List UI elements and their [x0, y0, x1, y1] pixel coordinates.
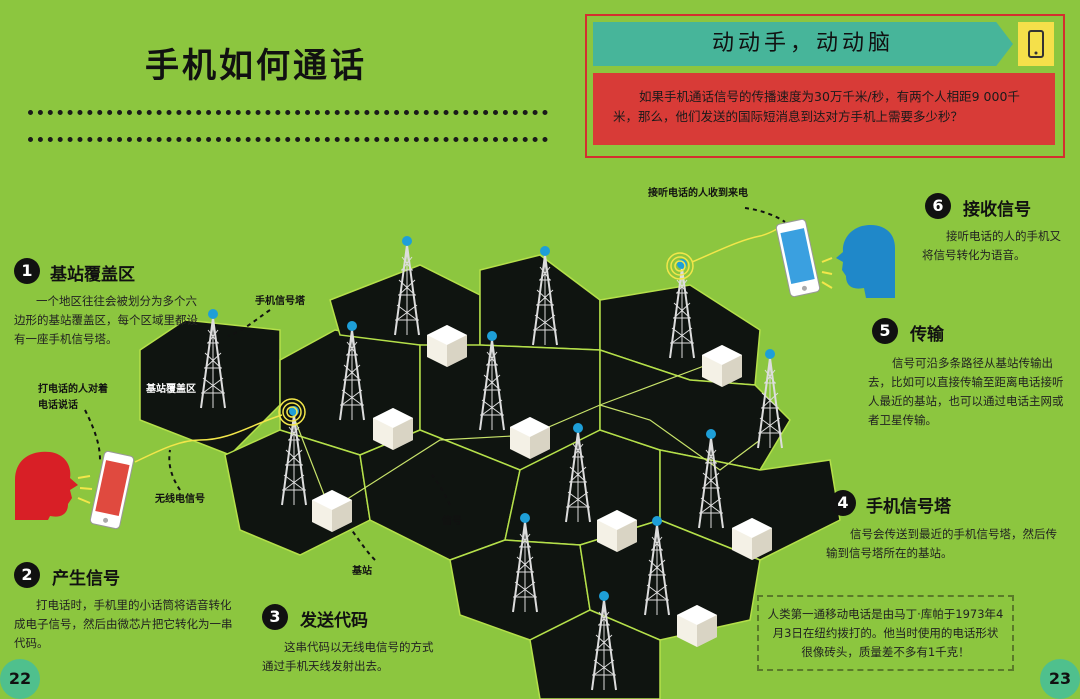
- step-1-number: 1: [14, 258, 40, 284]
- page-number-right: 23: [1040, 659, 1080, 699]
- step-5-text: 信号可沿多条路径从基站传输出去，比如可以直接传输至距离电话接听人最近的基站，也可…: [868, 356, 1064, 427]
- step-5-title: 传输: [910, 325, 944, 345]
- fact-box: 人类第一通移动电话是由马丁·库帕于1973年4月3日在纽约拨打的。他当时使用的电…: [757, 595, 1014, 671]
- page-number-left: 22: [0, 659, 40, 699]
- step-5-number: 5: [872, 318, 898, 344]
- quiz-heading-banner: 动动手，动动脑: [593, 22, 1013, 66]
- step-3-number: 3: [262, 604, 288, 630]
- page-title: 手机如何通话: [145, 46, 367, 86]
- dotted-divider: [28, 110, 548, 119]
- phone-icon: [1018, 22, 1054, 66]
- label-signal: 信号: [442, 516, 462, 527]
- step-1-text: 一个地区往往会被划分为多个六边形的基站覆盖区，每个区域里都设有一座手机信号塔。: [14, 294, 198, 346]
- step-2-title: 产生信号: [52, 569, 120, 589]
- label-tower: 手机信号塔: [255, 296, 305, 307]
- label-base: 基站: [352, 566, 372, 577]
- quiz-question-box: 如果手机通话信号的传播速度为30万千米/秒，有两个人相距9 000千米，那么，他…: [593, 73, 1055, 145]
- quiz-question: 如果手机通话信号的传播速度为30万千米/秒，有两个人相距9 000千米，那么，他…: [613, 89, 1020, 124]
- step-6-number: 6: [925, 193, 951, 219]
- step-1-title: 基站覆盖区: [50, 265, 135, 285]
- label-coverage: 基站覆盖区: [146, 384, 196, 395]
- step-2-number: 2: [14, 562, 40, 588]
- label-radio: 无线电信号: [155, 494, 205, 505]
- label-caller: 打电话的人对着电话说话: [38, 384, 108, 411]
- step-4-text: 信号会传送到最近的手机信号塔，然后传输到信号塔所在的基站。: [826, 527, 1057, 560]
- step-2-text: 打电话时，手机里的小话筒将语音转化成电子信号，然后由微芯片把它转化为一串代码。: [14, 598, 233, 650]
- step-6-text: 接听电话的人的手机又将信号转化为语音。: [922, 229, 1061, 262]
- step-4-title: 手机信号塔: [866, 497, 951, 517]
- step-6-title: 接收信号: [963, 200, 1031, 220]
- step-3-title: 发送代码: [300, 611, 368, 631]
- quiz-heading: 动动手，动动脑: [711, 31, 894, 56]
- step-3-text: 这串代码以无线电信号的方式通过手机天线发射出去。: [262, 640, 434, 673]
- fact-text: 人类第一通移动电话是由马丁·库帕于1973年4月3日在纽约拨打的。他当时使用的电…: [767, 607, 1004, 659]
- dotted-divider: [28, 137, 548, 142]
- label-receiver: 接听电话的人收到来电: [648, 188, 748, 199]
- step-4-number: 4: [830, 490, 856, 516]
- quiz-box: [585, 14, 1065, 158]
